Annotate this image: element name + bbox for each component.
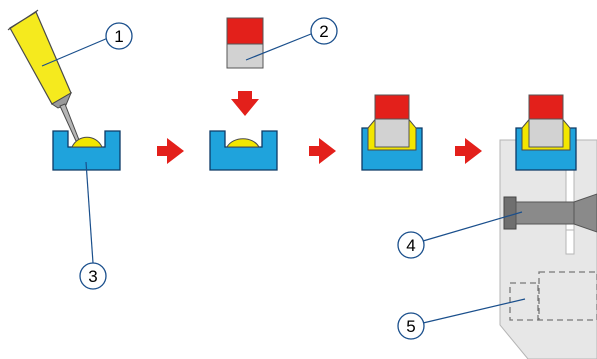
housing-body <box>499 139 597 359</box>
housing-cavity-left <box>509 282 539 321</box>
part-top <box>528 94 564 120</box>
process-arrow-2 <box>309 138 336 164</box>
callout-5: 5 <box>397 312 425 340</box>
tube-cap-end <box>7 9 39 31</box>
housing <box>499 139 597 359</box>
callout-4: 4 <box>397 231 425 259</box>
step-insert-part <box>209 17 278 171</box>
tube-neck <box>51 91 73 109</box>
adhesive-tube <box>7 9 80 142</box>
part-top <box>374 94 410 120</box>
leader-1 <box>41 37 109 67</box>
cup-body <box>209 130 278 171</box>
part-top <box>226 17 264 45</box>
component-part <box>226 17 264 69</box>
adhesive-blob <box>71 136 103 148</box>
callout-label: 1 <box>114 27 123 46</box>
screw-tip <box>573 193 597 233</box>
adhesive-blob <box>226 138 260 148</box>
callout-label: 4 <box>406 236 415 255</box>
leader-2 <box>245 33 312 61</box>
process-arrow-1 <box>157 138 184 164</box>
cup-body <box>52 130 121 171</box>
callout-2: 2 <box>310 17 338 45</box>
step-mount-in-housing <box>515 94 577 171</box>
callout-label: 5 <box>406 317 415 336</box>
callout-label: 3 <box>88 267 97 286</box>
down-arrow <box>231 91 259 116</box>
callout-1: 1 <box>105 22 133 50</box>
callout-label: 2 <box>319 22 328 41</box>
leader-3 <box>85 161 94 264</box>
callout-circle <box>310 17 338 45</box>
leader-5 <box>422 298 526 324</box>
screw-shaft <box>515 201 575 225</box>
holder-cup-2 <box>209 130 278 171</box>
leader-4 <box>422 211 523 242</box>
callout-circle <box>397 312 425 340</box>
step-part-bonded <box>361 94 423 171</box>
screw <box>503 193 597 233</box>
part-bottom <box>374 118 410 148</box>
holder-cup <box>52 130 121 171</box>
bonded-part <box>374 94 410 148</box>
screw-head <box>503 196 517 230</box>
callout-circle <box>79 262 107 290</box>
housing-rod-lower <box>565 229 575 255</box>
process-arrow-3 <box>455 138 482 164</box>
callout-circle <box>105 22 133 50</box>
bonded-part-4 <box>528 94 564 148</box>
callout-3: 3 <box>79 262 107 290</box>
housing-cavity <box>538 271 597 321</box>
callout-circle <box>397 231 425 259</box>
part-bottom <box>528 118 564 148</box>
step-apply-adhesive <box>7 9 121 171</box>
